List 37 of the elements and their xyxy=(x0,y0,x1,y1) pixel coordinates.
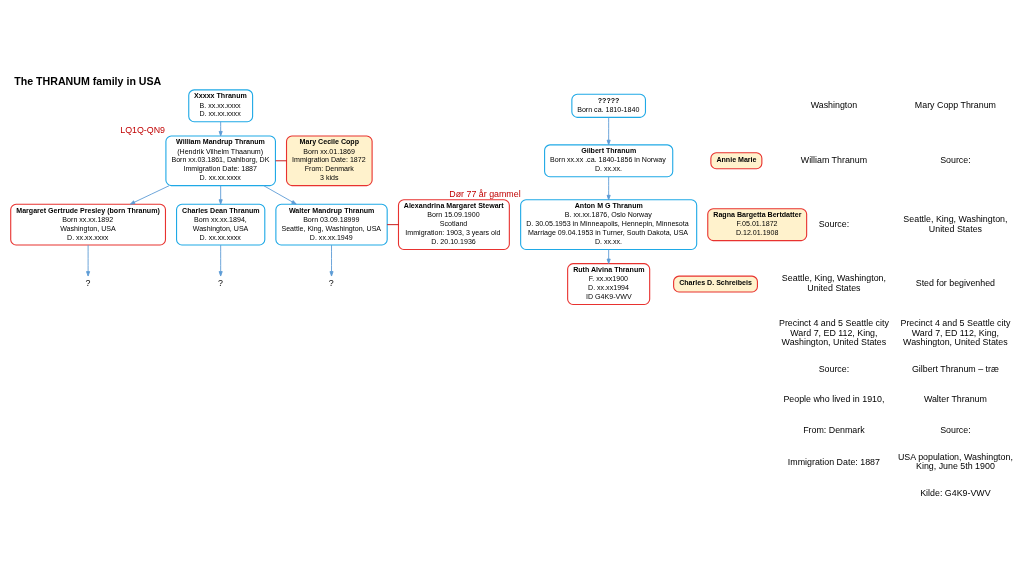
node-text: ? xyxy=(328,277,334,288)
arrow xyxy=(218,184,223,205)
label: Source: xyxy=(940,154,971,165)
label: Precinct 4 and 5 Seattle city Ward 7, ED 112, King, Washington, United States xyxy=(779,317,889,347)
connector xyxy=(275,159,287,161)
node-text: ? xyxy=(218,277,223,288)
arrow xyxy=(86,244,91,276)
arrow xyxy=(218,120,223,136)
arrow xyxy=(606,116,611,145)
arrow xyxy=(606,175,611,200)
label: Seattle, King, Washington, United States xyxy=(781,272,886,293)
label: Kilde: G4K9-VWV xyxy=(920,487,991,498)
arrow xyxy=(329,244,334,276)
label: Walter Thranum xyxy=(923,393,987,404)
diagram-title: The THRANUM family in USA xyxy=(14,74,162,87)
node-label: LQ1Q-QN9 xyxy=(120,124,166,135)
label: Immigration Date: 1887 xyxy=(787,456,880,467)
node-label: Dør 77 år gammel xyxy=(449,188,521,199)
label: Source: xyxy=(940,424,971,435)
label: People who lived in 1910, xyxy=(783,393,885,404)
label: Precinct 4 and 5 Seattle city Ward 7, ED 112, King, Washington, United States xyxy=(900,317,1011,347)
label: Sted for begivenhed xyxy=(915,277,996,288)
label: Seattle, King, Washington, United States xyxy=(903,213,1008,234)
label: Source: xyxy=(818,363,850,374)
arrow xyxy=(218,244,223,276)
arrow xyxy=(263,184,297,205)
label: USA population, Washington, King, June 5th 1900 xyxy=(897,451,1013,471)
arrow xyxy=(606,248,611,264)
label: William Thranum xyxy=(800,154,868,165)
label: Washington xyxy=(810,99,858,110)
connector xyxy=(386,223,399,225)
label: From: Denmark xyxy=(803,424,865,435)
arrow xyxy=(129,184,170,205)
node-text: ? xyxy=(85,277,91,288)
label: Mary Copp Thranum xyxy=(914,99,996,110)
label: Gilbert Thranum – træ xyxy=(911,363,999,374)
label: Source: xyxy=(818,218,850,229)
